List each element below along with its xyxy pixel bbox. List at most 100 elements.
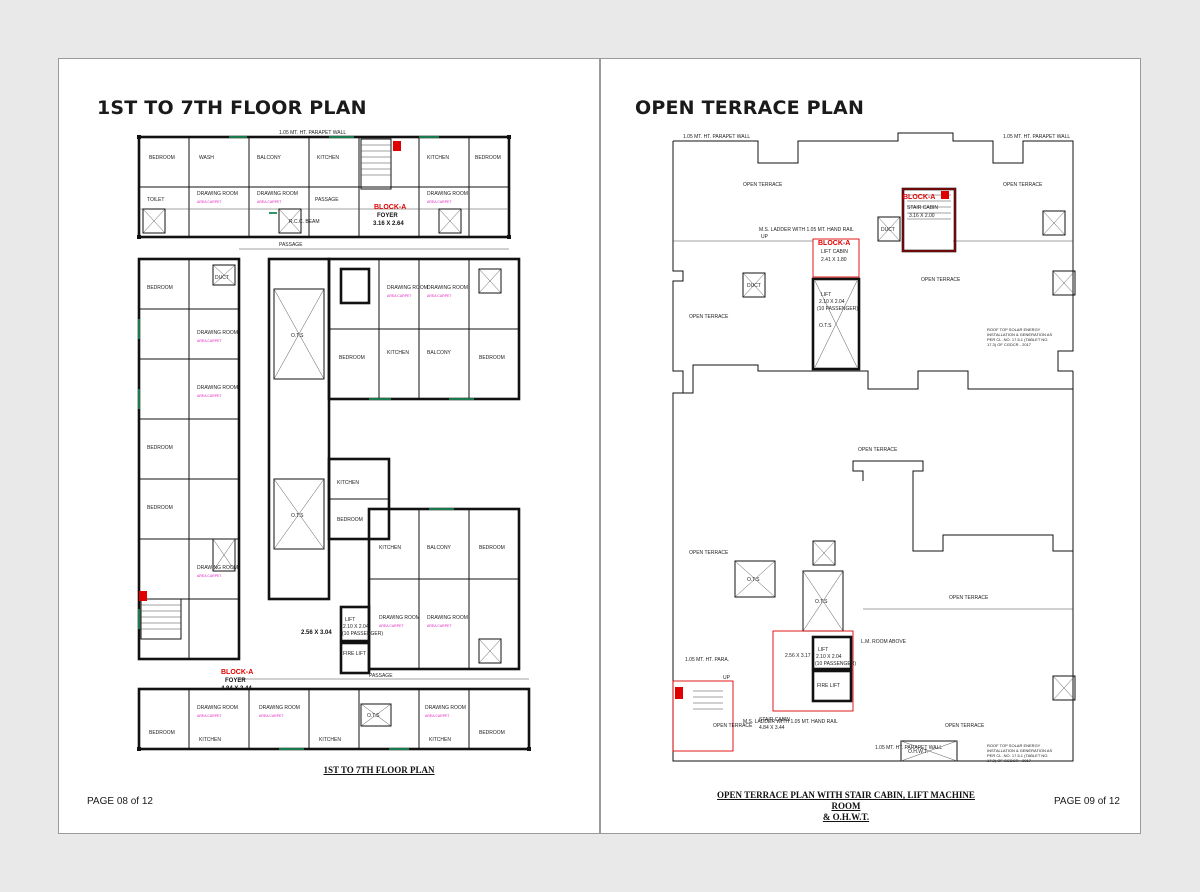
caption-line-1: OPEN TERRACE PLAN WITH STAIR CABIN, LIFT… [717,790,975,811]
room-kitchen-7: KITCHEN [319,737,341,743]
lift-size-top: 2.10 X 2.04 [819,299,845,305]
room-bedroom-7: BEDROOM [479,355,505,361]
room-wash-1: WASH [199,155,214,161]
fire-lift-label: FIRE LIFT [343,651,366,657]
ots-label-3: O.T.S [819,323,832,329]
left-page: 1ST TO 7TH FLOOR PLAN [58,58,600,834]
parapet-short-label: 1.05 MT. HT. PARA. [685,657,729,663]
parapet-bottom: 1.05 MT. HT. PARAPET WALL [875,745,942,751]
duct-label-2: DUCT [747,283,761,289]
room-balcony-1: BALCONY [257,155,282,161]
room-bedroom-8: BEDROOM [337,517,363,523]
lift-label-top: LIFT [821,292,831,298]
block-label-top: BLOCK-A [903,194,935,201]
block-label-top: BLOCK-A [374,204,406,211]
room-drawing-6: DRAWING ROOM [197,565,238,571]
room-drawing-2: DRAWING ROOM [257,191,298,197]
rcc-beam-label: R.C.C. BEAM [289,219,320,225]
right-page: OPEN TERRACE PLAN [600,58,1141,834]
flat-note-5: AREA CARPET [197,394,222,398]
flat-note-2: AREA CARPET [257,200,282,204]
room-drawing-9: DRAWING ROOM [379,615,420,621]
room-kitchen-3: KITCHEN [387,350,409,356]
duct-label-left: DUCT [215,275,229,281]
parapet-top-left: 1.05 MT. HT. PARAPET WALL [683,134,750,140]
room-drawing-3: DRAWING ROOM [427,191,468,197]
lift-capacity: (10 PASSENGER) [342,631,383,637]
parapet-top-right: 1.05 MT. HT. PARAPET WALL [1003,134,1070,140]
ladder-label-top: M.S. LADDER WITH 1.05 MT. HAND RAIL [759,227,854,233]
terrace-label-4: OPEN TERRACE [921,277,961,283]
up-label-top: UP [761,234,769,240]
lm-room-label: L.M. ROOM ABOVE [861,639,907,645]
room-drawing-12: DRAWING ROOM [259,705,300,711]
ots-label-2: O.T.S [815,599,828,605]
flat-note-8: AREA CARPET [427,294,452,298]
lift-size: 2.10 X 2.04 [343,624,369,630]
room-balcony-3: BALCONY [427,545,452,551]
terrace-label-7: OPEN TERRACE [949,595,989,601]
foyer-size-bottom: 4.84 X 3.44 [221,686,252,692]
ladder-label-bottom: M.S. LADDER WITH 1.05 MT. HAND RAIL [743,719,838,725]
ots-label-upper: O.T.S [291,333,304,339]
stair-size-top: 3.16 X 2.00 [909,213,935,219]
terrace-label-1: OPEN TERRACE [743,182,783,188]
ots-label-bottom: O.T.S [367,713,380,719]
room-bedroom-10: BEDROOM [149,730,175,736]
fire-lift-label: FIRE LIFT [817,683,840,689]
terrace-plan-drawing: OPEN TERRACE OPEN TERRACE OPEN TERRACE O… [672,132,1076,762]
foyer-label-bottom: FOYER [225,678,246,684]
room-drawing-1: DRAWING ROOM [197,191,238,197]
lift-label: LIFT [345,617,355,623]
ohwt-label: O.H.W.T. [908,749,928,755]
room-drawing-7: DRAWING ROOM [387,285,428,291]
room-drawing-13: DRAWING ROOM [425,705,466,711]
block-label-lift: BLOCK-A [818,240,850,247]
foyer-label-top: FOYER [377,213,398,219]
page-title-terrace-plan: OPEN TERRACE PLAN [635,97,865,119]
stair-cabin-bottom: STAIR CABIN [759,717,790,723]
terrace-plan-caption: OPEN TERRACE PLAN WITH STAIR CABIN, LIFT… [711,790,981,823]
terrace-label-8: OPEN TERRACE [713,723,753,729]
lobby-size: 2.56 X 3.17 [785,653,811,659]
passage-label-top: PASSAGE [279,242,303,248]
flat-note-10: AREA CARPET [427,624,452,628]
ots-label-lower: O.T.S [291,513,304,519]
room-kitchen-4: KITCHEN [337,480,359,486]
lift-cabin-label: LIFT CABIN [821,249,848,255]
solar-note-top: ROOF TOP SOLAR ENERGY INSTALLATION & GEN… [987,327,1053,347]
room-toilet-1: TOILET [147,197,164,203]
room-bedroom-3: BEDROOM [147,285,173,291]
solar-note-bottom: ROOF TOP SOLAR ENERGY INSTALLATION & GEN… [987,743,1053,763]
up-label-bottom: UP [723,675,731,681]
terrace-label-9: OPEN TERRACE [945,723,985,729]
room-drawing-8: DRAWING ROOM [427,285,468,291]
room-bedroom-6: BEDROOM [339,355,365,361]
room-bedroom-1: BEDROOM [149,155,175,161]
flat-note-13: AREA CARPET [425,714,450,718]
room-balcony-2: BALCONY [427,350,452,356]
room-kitchen-5: KITCHEN [379,545,401,551]
room-bedroom-4: BEDROOM [147,445,173,451]
room-kitchen-6: KITCHEN [199,737,221,743]
flat-note-1: AREA CARPET [197,200,222,204]
terrace-label-6: OPEN TERRACE [689,550,729,556]
lift-size-bottom: 2.10 X 2.04 [816,654,842,660]
stair-size-bottom: 4.84 X 3.44 [759,725,785,731]
room-bedroom-2: BEDROOM [475,155,501,161]
room-bedroom-5: BEDROOM [147,505,173,511]
floor-plan-caption: 1ST TO 7TH FLOOR PLAN [323,765,435,775]
page-number-left: PAGE 08 of 12 [87,796,153,807]
foyer-size-top: 3.16 X 2.64 [373,221,404,227]
room-passage-1: PASSAGE [315,197,339,203]
flat-note-6: AREA CARPET [197,574,222,578]
page-number-right: PAGE 09 of 12 [1054,796,1120,807]
room-kitchen-8: KITCHEN [429,737,451,743]
lobby-size: 2.56 X 3.04 [301,630,332,636]
flat-note-11: AREA CARPET [197,714,222,718]
stair-cabin-top: STAIR CABIN [907,205,938,211]
terrace-label-2: OPEN TERRACE [1003,182,1043,188]
floor-plan-drawing: BLOCK-A FOYER 3.16 X 2.64 BLOCK-A FOYER … [137,130,531,751]
block-label-bottom: BLOCK-A [221,669,253,676]
room-bedroom-9: BEDROOM [479,545,505,551]
